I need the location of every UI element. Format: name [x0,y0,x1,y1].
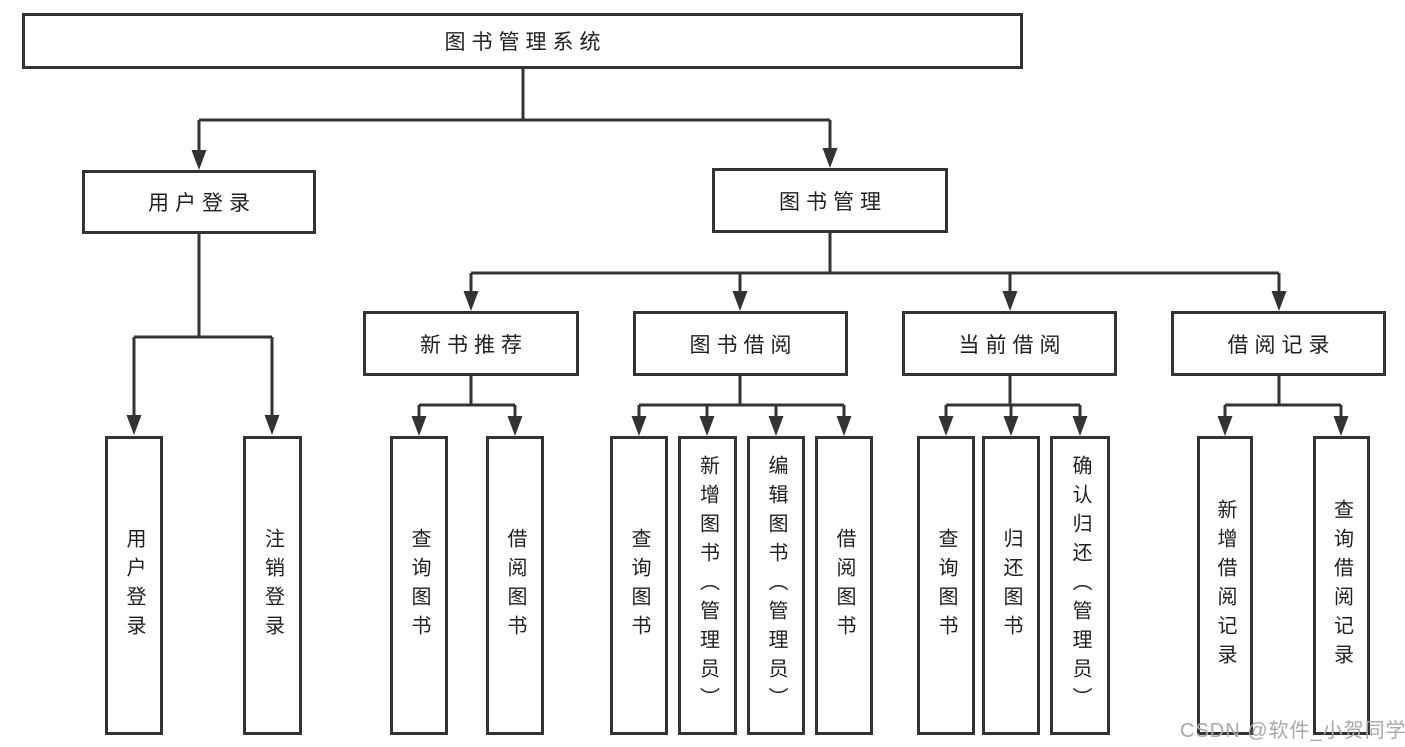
leaf-confirm-return-admin-label: 确认归还（管理员） [1069,455,1091,716]
node-new-book-recommend: 新书推荐 [363,311,579,376]
leaf-query-borrow-record: 查询借阅记录 [1313,436,1370,735]
leaf-edit-book-admin-label: 编辑图书（管理员） [765,455,787,716]
leaf-logout-login: 注销登录 [243,436,302,735]
leaf-add-book-admin: 新增图书（管理员） [678,436,737,735]
node-book-management-system: 图书管理系统 [22,13,1023,69]
leaf-borrow-query-book-label: 查询图书 [628,527,650,644]
node-book-borrow: 图书借阅 [633,311,848,376]
node-book-management: 图书管理 [712,168,948,233]
leaf-logout-login-label: 注销登录 [261,527,284,644]
leaf-borrow-query-book: 查询图书 [610,436,668,735]
leaf-return-book-label: 归还图书 [1000,527,1022,644]
leaf-query-borrow-record-label: 查询借阅记录 [1330,498,1353,673]
node-current-borrow: 当前借阅 [902,311,1117,376]
leaf-return-book: 归还图书 [982,436,1040,735]
leaf-recommend-query-book: 查询图书 [390,436,448,735]
leaf-current-query-book: 查询图书 [917,436,975,735]
watermark-text: CSDN @软件_小贺同学 [1180,720,1405,742]
leaf-recommend-borrow-book-label: 借阅图书 [504,527,526,644]
node-user-login: 用户登录 [82,170,316,234]
leaf-current-query-book-label: 查询图书 [935,527,957,644]
leaf-add-borrow-record-label: 新增借阅记录 [1214,498,1236,673]
leaf-add-book-admin-label: 新增图书（管理员） [696,455,719,716]
leaf-confirm-return-admin: 确认归还（管理员） [1050,436,1110,735]
leaf-user-login: 用户登录 [105,436,163,735]
leaf-add-borrow-record: 新增借阅记录 [1197,436,1253,735]
leaf-recommend-borrow-book: 借阅图书 [486,436,544,735]
leaf-recommend-query-book-label: 查询图书 [408,527,430,644]
leaf-borrow-book-label: 借阅图书 [833,527,855,644]
node-borrow-records: 借阅记录 [1171,311,1386,376]
leaf-user-login-label: 用户登录 [123,527,145,644]
leaf-edit-book-admin: 编辑图书（管理员） [747,436,805,735]
leaf-borrow-book: 借阅图书 [815,436,873,735]
